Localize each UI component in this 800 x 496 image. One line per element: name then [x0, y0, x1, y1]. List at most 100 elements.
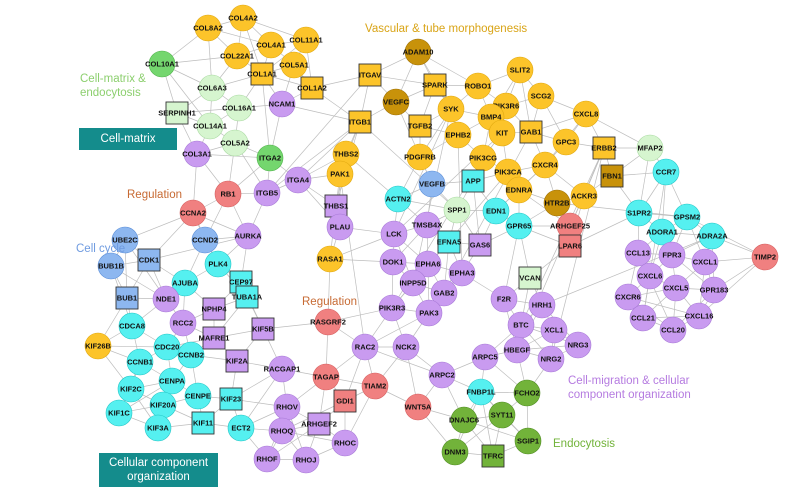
- node-circle: [700, 276, 728, 304]
- node-circle: [469, 144, 497, 172]
- gene-node-kif1c: KIF1C: [105, 399, 133, 427]
- node-circle: [225, 94, 253, 122]
- gene-node-slit2: SLIT2: [506, 56, 534, 84]
- node-circle: [268, 90, 296, 118]
- node-circle: [177, 341, 205, 369]
- gene-node-efna5: EFNA5: [437, 230, 461, 254]
- gene-node-racgap1: RACGAP1: [264, 355, 300, 383]
- gene-node-kif2c: KIF2C: [117, 375, 145, 403]
- node-circle: [543, 189, 571, 217]
- node-square: [115, 286, 139, 310]
- node-square: [137, 248, 161, 272]
- gene-node-hbegf: HBEGF: [503, 336, 531, 364]
- gene-node-ccl21: CCL21: [629, 304, 657, 332]
- node-circle: [428, 361, 456, 389]
- node-circle: [415, 299, 443, 327]
- node-square: [437, 230, 461, 254]
- gene-node-col1a2: COL1A2: [297, 76, 327, 100]
- node-circle: [572, 100, 600, 128]
- node-circle: [378, 294, 406, 322]
- gene-node-xcl1: XCL1: [540, 316, 568, 344]
- node-circle: [430, 279, 458, 307]
- node-circle: [314, 308, 342, 336]
- node-circle: [528, 291, 556, 319]
- node-circle: [194, 14, 222, 42]
- gene-node-col8a2: COL8A2: [193, 14, 223, 42]
- gene-node-cdk1: CDK1: [137, 248, 161, 272]
- gene-node-col14a1: COL14A1: [193, 112, 227, 140]
- node-circle: [625, 199, 653, 227]
- node-circle: [292, 26, 320, 54]
- gene-node-actn2: ACTN2: [384, 185, 412, 213]
- node-circle: [531, 151, 559, 179]
- node-circle: [698, 222, 726, 250]
- gene-node-rhoj: RHOJ: [292, 446, 320, 474]
- node-circle: [691, 248, 719, 276]
- gene-node-nrg3: NRG3: [564, 331, 592, 359]
- node-circle: [268, 355, 296, 383]
- node-circle: [221, 129, 249, 157]
- node-square: [191, 411, 215, 435]
- node-circle: [570, 182, 598, 210]
- node-square: [358, 63, 382, 87]
- gene-node-col1a1: COL1A1: [247, 62, 277, 86]
- node-circle: [179, 199, 207, 227]
- node-circle: [614, 283, 642, 311]
- node-circle: [471, 343, 499, 371]
- node-circle: [148, 50, 176, 78]
- gene-node-syt11: SYT11: [488, 401, 516, 429]
- gene-node-cenpa: CENPA: [158, 367, 185, 395]
- gene-node-hrh1: HRH1: [528, 291, 556, 319]
- gene-node-arpc5: ARPC5: [471, 343, 499, 371]
- gene-node-fcho2: FCHO2: [513, 379, 541, 407]
- node-circle: [537, 345, 565, 373]
- node-circle: [648, 218, 676, 246]
- node-circle: [636, 262, 664, 290]
- gene-node-tfrc: TFRC: [481, 444, 505, 468]
- gene-node-kif26b: KIF26B: [84, 332, 112, 360]
- gene-node-itga4: ITGA4: [284, 166, 312, 194]
- gene-node-robo1: ROBO1: [465, 72, 491, 100]
- edge: [364, 346, 443, 376]
- node-circle: [527, 82, 555, 110]
- edge: [359, 121, 458, 211]
- node-square: [558, 234, 582, 258]
- node-circle: [361, 372, 389, 400]
- node-circle: [488, 401, 516, 429]
- gene-node-ccl13: CCL13: [624, 239, 652, 267]
- node-circle: [256, 144, 284, 172]
- node-circle: [444, 121, 472, 149]
- node-circle: [406, 143, 434, 171]
- node-square: [423, 73, 447, 97]
- gene-node-gpr183: GPR183: [700, 276, 728, 304]
- gene-node-aurka: AURKA: [234, 222, 262, 250]
- gene-node-spark: SPARK: [422, 73, 448, 97]
- gene-node-cenpe: CENPE: [184, 382, 212, 410]
- node-circle: [624, 239, 652, 267]
- node-circle: [257, 31, 285, 59]
- node-circle: [312, 363, 340, 391]
- node-circle: [441, 438, 469, 466]
- gene-node-kif5b: KIF5B: [251, 317, 275, 341]
- gene-node-gab1: GAB1: [519, 120, 543, 144]
- node-square: [461, 169, 485, 193]
- gene-node-vegfc: VEGFC: [382, 88, 409, 116]
- edge: [698, 256, 766, 317]
- gene-node-dok1: DOK1: [379, 248, 407, 276]
- node-square: [600, 164, 624, 188]
- gene-node-kit: KIT: [488, 119, 516, 147]
- node-circle: [659, 316, 687, 344]
- node-square: [250, 62, 274, 86]
- gene-node-f2r: F2R: [490, 285, 518, 313]
- node-circle: [268, 417, 296, 445]
- cluster-label-endocytosis: Endocytosis: [553, 438, 616, 450]
- node-circle: [229, 4, 257, 32]
- gene-node-nck2: NCK2: [392, 333, 420, 361]
- gene-node-rhof: RHOF: [253, 445, 281, 473]
- cluster-label-cellmatrix-endocytosis: Cell-matrix & endocytosis: [80, 73, 146, 99]
- node-circle: [326, 213, 354, 241]
- node-square: [165, 101, 189, 125]
- gene-node-tgfb2: TGFB2: [408, 114, 432, 138]
- gene-node-col6a3: COL6A3: [197, 74, 227, 102]
- gene-node-nrg2: NRG2: [537, 345, 565, 373]
